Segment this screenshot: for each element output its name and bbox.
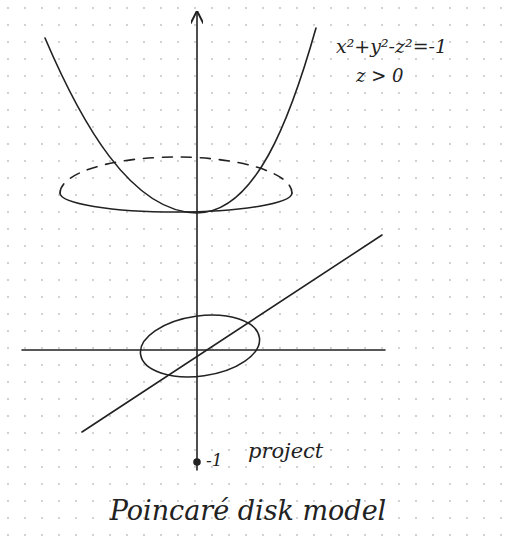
- caption: Poincaré disk model: [110, 496, 387, 526]
- unit-disk: [136, 308, 263, 384]
- hidden-ellipse-arc: [60, 157, 292, 193]
- projection-point: [194, 459, 200, 465]
- hyperboloid-equation: x²+y²-z²=-1: [336, 36, 447, 57]
- project-note: project: [248, 440, 323, 463]
- condition-label: z > 0: [356, 66, 403, 86]
- front-ellipse-arc: [60, 193, 292, 212]
- hyperboloid-sheet: [45, 28, 316, 213]
- point-label: -1: [206, 451, 223, 470]
- z-axis: [196, 12, 198, 470]
- y-axis: [82, 235, 382, 432]
- x-axis: [22, 349, 385, 351]
